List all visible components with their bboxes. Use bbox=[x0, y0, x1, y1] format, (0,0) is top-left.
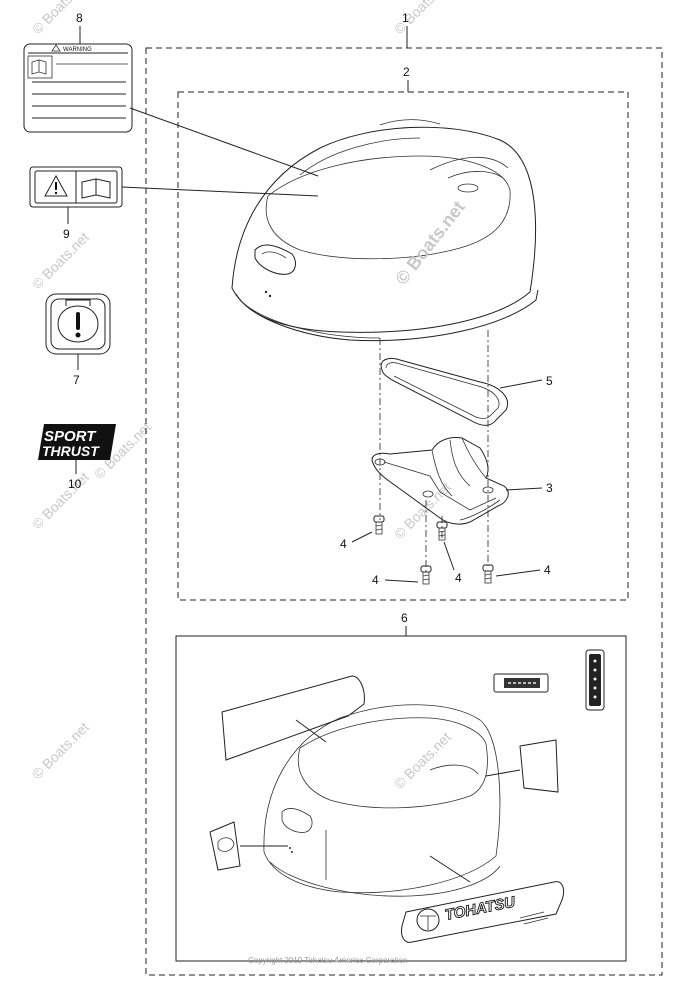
leader-4b bbox=[443, 541, 455, 571]
callout-4b: 4 bbox=[455, 571, 462, 585]
side-decal-sheet bbox=[221, 675, 365, 761]
callout-3: 3 bbox=[546, 481, 553, 495]
screw-4b bbox=[436, 521, 448, 541]
tohatsu-brand-decal: TOHATSU bbox=[401, 881, 565, 943]
watermark-8: © Boats.net bbox=[391, 729, 454, 792]
leader-4c bbox=[384, 579, 419, 583]
rear-decal bbox=[519, 739, 559, 793]
sport-thrust-decal-10: SPORT THRUST bbox=[38, 424, 116, 460]
watermark-brand: © Boats.net bbox=[391, 197, 468, 288]
leader-rear-decal bbox=[485, 769, 521, 777]
leader-4d bbox=[495, 569, 541, 577]
callout-6: 6 bbox=[401, 611, 408, 625]
callout-1: 1 bbox=[402, 11, 409, 25]
leader-3 bbox=[505, 487, 543, 491]
warning-label-8: WARNING bbox=[23, 43, 133, 133]
warning-header: WARNING bbox=[63, 47, 92, 53]
thrust-text: THRUST bbox=[42, 443, 100, 459]
sport-text: SPORT bbox=[44, 428, 97, 445]
callout-9: 9 bbox=[63, 227, 70, 241]
watermark-2: © Boats.net bbox=[391, 0, 454, 37]
vertical-badge-decal bbox=[585, 649, 605, 711]
watermark-3: © Boats.net bbox=[29, 229, 92, 292]
tohatsu-logo-icon bbox=[416, 908, 440, 932]
attention-decal-7 bbox=[45, 293, 111, 355]
leader-tohatsu bbox=[429, 855, 471, 883]
cowl-base-plate-3 bbox=[371, 437, 509, 525]
callout-4a: 4 bbox=[340, 537, 347, 551]
callout-8: 8 bbox=[76, 11, 83, 25]
copyright-text: Copyright 2019 Tohatsu America Corporati… bbox=[248, 956, 408, 965]
callout-2: 2 bbox=[403, 65, 410, 79]
top-cowl bbox=[231, 119, 539, 342]
leader-9 bbox=[121, 186, 319, 197]
cowl-decal-outline bbox=[263, 704, 501, 897]
caution-decal-9 bbox=[29, 166, 123, 208]
model-badge-decal bbox=[493, 673, 549, 693]
leader-side-decal bbox=[295, 719, 327, 743]
watermark-5: © Boats.net bbox=[29, 469, 92, 532]
watermark-6: © Boats.net bbox=[391, 479, 454, 542]
manual-book-icon bbox=[31, 59, 47, 75]
screw-4d bbox=[482, 564, 494, 584]
manual-book-icon-2 bbox=[81, 178, 111, 199]
callout-4d: 4 bbox=[544, 563, 551, 577]
decal-set-frame-6 bbox=[175, 635, 627, 962]
callout-10: 10 bbox=[68, 477, 82, 491]
leader-5 bbox=[499, 379, 543, 389]
caution-triangle-icon bbox=[44, 174, 68, 197]
gasket-5 bbox=[380, 357, 508, 426]
callout-7: 7 bbox=[73, 373, 80, 387]
tohatsu-text: TOHATSU bbox=[444, 893, 518, 923]
leader-8 bbox=[129, 107, 319, 177]
callout-5: 5 bbox=[546, 374, 553, 388]
watermarks: © Boats.net © Boats.net © Boats.net © Bo… bbox=[29, 0, 454, 792]
assembly-frame-1 bbox=[145, 47, 663, 976]
screw-4c bbox=[420, 565, 432, 585]
warning-triangle-icon bbox=[51, 44, 61, 52]
leader-4a bbox=[351, 531, 373, 543]
assembly-frame-2 bbox=[177, 91, 629, 601]
front-emblem-decal bbox=[209, 821, 241, 871]
watermark-7: © Boats.net bbox=[29, 719, 92, 782]
screw-4a bbox=[373, 515, 385, 535]
callout-4c: 4 bbox=[372, 573, 379, 587]
